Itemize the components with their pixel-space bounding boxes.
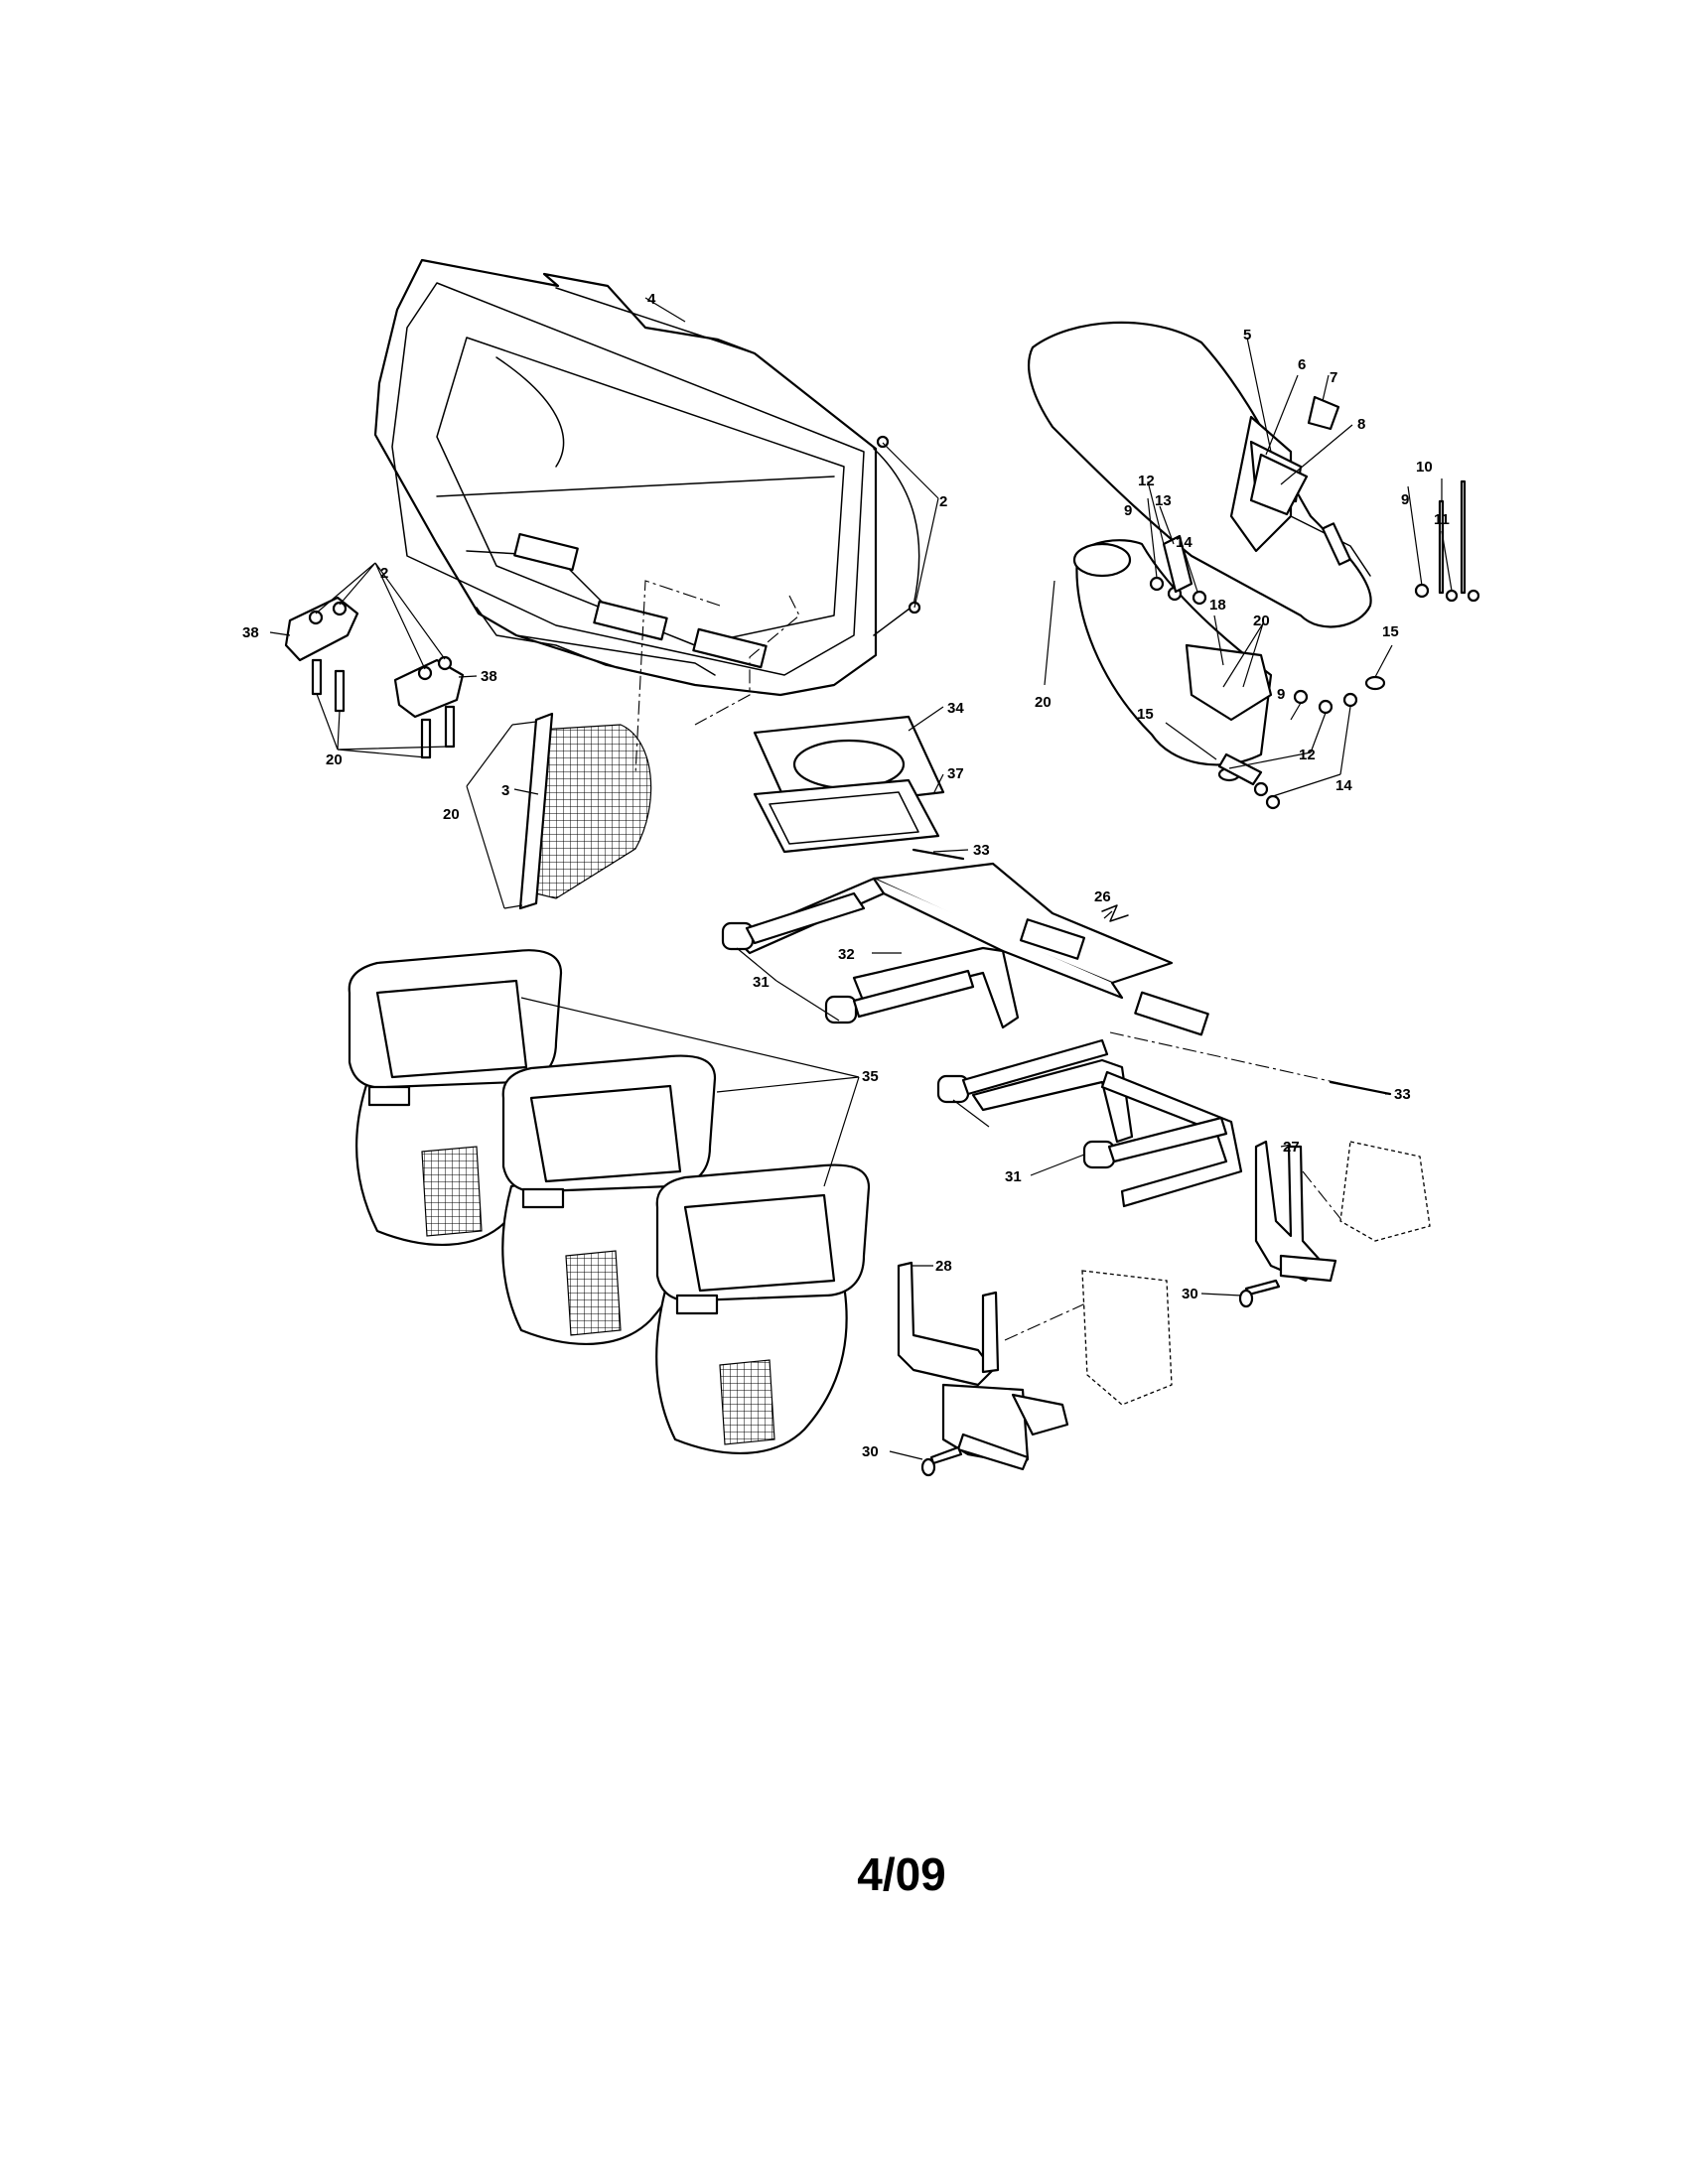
callout-12-a: 12 [1138,473,1155,489]
callout-30-b: 30 [862,1443,879,1460]
pins-part-33 [912,848,1392,1096]
callout-2-b: 2 [939,493,947,510]
footer-date-code: 4/09 [857,1848,946,1900]
callout-35: 35 [862,1068,879,1085]
callout-32: 32 [838,946,855,963]
callout-9-a: 9 [1124,502,1132,519]
screen-part-3 [503,712,652,910]
callout-20-a: 20 [1253,613,1270,629]
callout-15-a: 15 [1382,623,1399,640]
callout-37: 37 [947,765,964,782]
callout-38-a: 38 [242,624,259,641]
callout-13: 13 [1155,492,1172,509]
callout-30-a: 30 [1182,1286,1198,1302]
callout-9-c: 9 [1277,686,1285,703]
callout-31-a: 31 [753,974,770,991]
chute-part-5 [1028,321,1372,766]
callout-labels: 2 2 3 4 5 6 7 8 9 9 9 10 11 12 12 13 14 … [242,291,1450,1460]
callout-15-b: 15 [1137,706,1154,723]
frame-part-32 [733,862,1243,1208]
callout-2-a: 2 [380,565,388,582]
hopper-part-4 [373,258,921,697]
callout-12-b: 12 [1299,747,1316,763]
callout-11: 11 [1434,511,1450,528]
callout-33-b: 33 [1394,1086,1411,1103]
brackets-part-38 [284,596,465,759]
callout-4: 4 [647,291,656,308]
callout-31-b: 31 [1005,1168,1022,1185]
callout-9-b: 9 [1401,491,1409,508]
callout-18: 18 [1209,597,1226,614]
callout-34: 34 [947,700,964,717]
callout-7: 7 [1330,369,1337,386]
callout-5: 5 [1243,327,1251,343]
callout-14-a: 14 [1176,534,1193,551]
callout-33-a: 33 [973,842,990,859]
callout-28: 28 [935,1258,952,1275]
leader-lines [269,297,1453,1460]
bags-part-35 [348,949,871,1455]
bracket-part-28 [897,1261,1173,1471]
callout-8: 8 [1357,416,1365,433]
bracket-part-27 [1254,1140,1431,1283]
callout-27: 27 [1283,1139,1300,1156]
callout-26: 26 [1094,888,1111,905]
callout-20-d: 20 [443,806,460,823]
callout-3: 3 [501,782,509,799]
callout-14-b: 14 [1335,777,1352,794]
pins-part-30 [920,1279,1281,1477]
callout-6: 6 [1298,356,1306,373]
gasket-part-37 [753,778,940,854]
callout-10: 10 [1416,459,1433,476]
frame-tubes-part-31 [721,891,1228,1169]
callout-38-b: 38 [481,668,497,685]
callout-20-c: 20 [326,751,343,768]
callout-20-b: 20 [1035,694,1052,711]
